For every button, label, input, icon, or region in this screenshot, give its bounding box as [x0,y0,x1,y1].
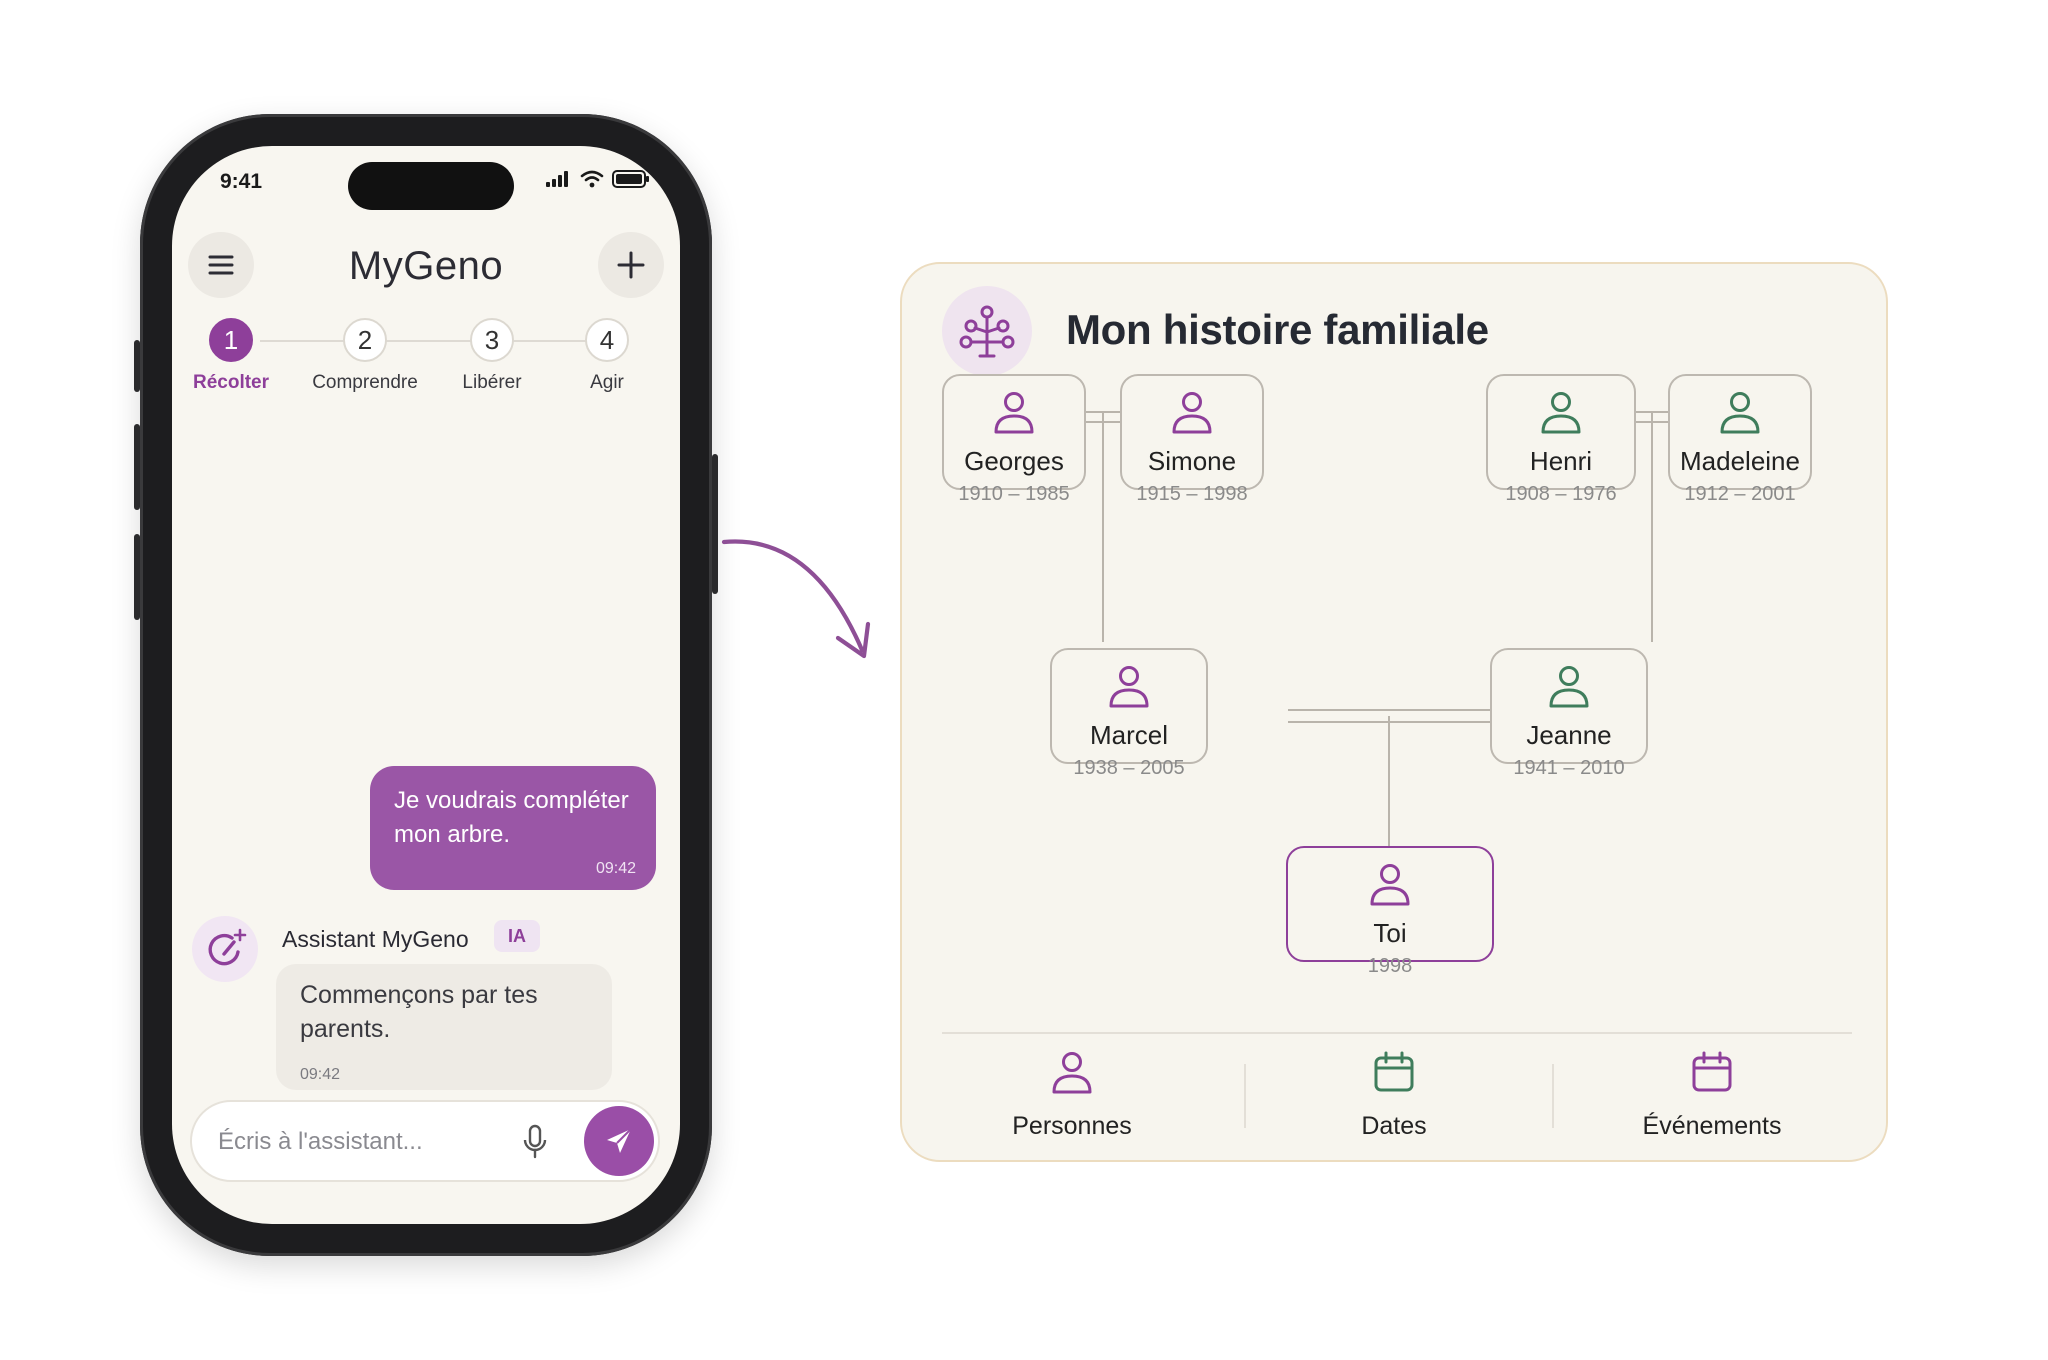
person-dates: 1998 [1367,955,1413,977]
message-timestamp: 09:42 [300,1066,341,1083]
stepper-track [260,340,600,342]
progress-stepper: 1 Récolter 2 Comprendre 3 Libérer 4 Agir [172,318,680,398]
user-message-text: Je voudrais compléter mon arbre. [394,787,629,848]
tab-personnes[interactable]: Personnes [942,1050,1202,1141]
phone-volume-up-button [134,424,140,510]
person-dates: 1912 – 2001 [1684,483,1796,505]
assistant-message-text: Commençons par tes parents. [300,981,538,1043]
step-recolter[interactable]: 1 Récolter [172,318,291,394]
step-label: Agir [590,372,624,393]
person-dates: 1915 – 1998 [1136,483,1248,505]
person-card-toi[interactable]: Toi 1998 [1286,846,1494,977]
battery-icon [612,170,649,188]
send-icon [607,1128,632,1153]
tab-label: Dates [1361,1112,1427,1140]
phone-power-button [712,454,718,594]
assistant-sparkle-icon [208,928,247,966]
person-name: Jeanne [1526,720,1612,750]
card-title: Mon histoire familiale [1066,306,1489,353]
app-header: MyGeno [172,222,680,302]
send-button[interactable] [584,1106,654,1176]
person-dates: 1910 – 1985 [958,483,1070,505]
microphone-icon [523,1124,547,1159]
person-dates: 1908 – 1976 [1505,483,1617,505]
person-name: Marcel [1089,720,1168,750]
calendar-icon [1374,1051,1414,1092]
ai-badge: IA [494,920,540,952]
microphone-button[interactable] [522,1124,548,1165]
step-label: Libérer [462,372,522,393]
tab-dates[interactable]: Dates [1264,1050,1524,1141]
step-label: Comprendre [312,372,418,393]
tab-evenements[interactable]: Événements [1582,1050,1842,1141]
family-tree-icon [959,305,1015,358]
user-message-bubble: Je voudrais compléter mon arbre. 09:42 [370,766,656,890]
tree-logo [942,286,1032,376]
hamburger-menu-icon [208,255,234,275]
message-timestamp: 09:42 [595,860,636,877]
calendar-icon [1692,1051,1732,1092]
person-name: Simone [1147,446,1237,476]
step-liberer[interactable]: 3 Libérer [432,318,552,394]
message-input[interactable] [218,1120,498,1164]
person-name: Georges [964,446,1064,476]
person-card-madeleine[interactable]: Madeleine 1912 – 2001 [1668,374,1812,505]
plus-icon [617,251,645,279]
cellular-signal-icon [546,171,568,187]
tab-separator [1244,1064,1246,1128]
step-number: 4 [585,318,629,362]
status-icons [546,170,650,188]
phone-frame: 9:41 [134,114,718,1256]
tab-label: Événements [1642,1112,1782,1140]
tab-divider [942,1032,1852,1034]
app-title: MyGeno [348,244,504,288]
person-icon [1052,1052,1092,1094]
add-button[interactable] [598,232,664,298]
menu-button[interactable] [188,232,254,298]
flow-arrow-icon [721,539,871,659]
person-name: Henri [1529,446,1593,476]
status-time: 9:41 [220,170,263,193]
person-card-henri[interactable]: Henri 1908 – 1976 [1486,374,1636,505]
step-comprendre[interactable]: 2 Comprendre [305,318,425,394]
person-icon [1541,392,1581,434]
message-composer [190,1100,660,1182]
person-icon [994,392,1034,434]
person-name: Madeleine [1680,446,1800,476]
tree-connectors [1086,411,1668,906]
person-name: Toi [1373,918,1407,948]
step-number: 1 [209,318,253,362]
person-card-georges[interactable]: Georges 1910 – 1985 [942,374,1086,505]
person-card-simone[interactable]: Simone 1915 – 1998 [1120,374,1264,505]
person-dates: 1938 – 2005 [1073,757,1185,779]
family-tree-card: Mon histoire familiale Georges 1910 – 19… [900,262,1888,1162]
person-card-jeanne[interactable]: Jeanne 1941 – 2010 [1490,648,1648,779]
assistant-avatar [192,916,258,982]
step-number: 2 [343,318,387,362]
assistant-name: Assistant MyGeno [282,926,469,952]
phone-action-button [134,340,140,392]
step-label: Récolter [192,372,270,393]
tab-label: Personnes [1012,1112,1132,1140]
step-agir[interactable]: 4 Agir [547,318,667,394]
person-icon [1109,666,1149,708]
phone-screen: 9:41 [172,146,680,1224]
step-number: 3 [470,318,514,362]
tab-separator [1552,1064,1554,1128]
person-icon [1720,392,1760,434]
person-card-marcel[interactable]: Marcel 1938 – 2005 [1050,648,1208,779]
dynamic-island [348,162,514,210]
person-icon [1370,864,1410,906]
assistant-message-bubble: Commençons par tes parents. 09:42 [276,964,612,1090]
phone-volume-down-button [134,534,140,620]
person-icon [1549,666,1589,708]
person-dates: 1941 – 2010 [1513,757,1625,779]
person-icon [1172,392,1212,434]
wifi-icon [580,170,604,188]
